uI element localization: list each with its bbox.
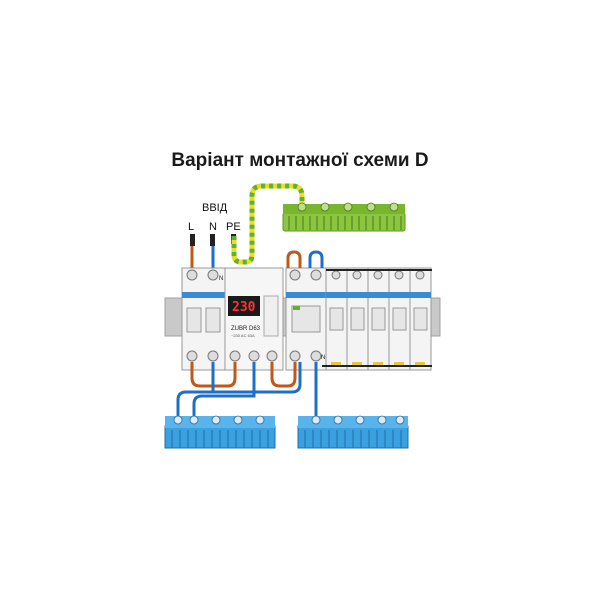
- terminal-n-label-2: N: [321, 355, 325, 361]
- relay-subtitle: ~230 AC 63A: [231, 333, 255, 338]
- terminal-n-label: N: [219, 276, 223, 282]
- relay-icon: 230 ZUBR D63 ~230 AC 63A: [224, 267, 284, 371]
- rcd: N: [285, 267, 327, 371]
- main-breaker: N: [181, 267, 226, 371]
- wire-neutral-main: [176, 362, 215, 418]
- wire-phase-relay-to-rcd: [270, 362, 297, 388]
- wire-phase-jumper: [286, 250, 302, 268]
- ground-busbar-icon: [282, 202, 406, 232]
- input-caption: ВВІД: [202, 202, 228, 214]
- wire-label-l: L: [188, 221, 194, 233]
- relay-model: ZUBR D63: [231, 326, 261, 332]
- wire-label-n: N: [209, 221, 217, 233]
- wire-label-pe: PE: [226, 221, 241, 233]
- neutral-busbar-icon: [164, 415, 276, 449]
- relay-display: 230: [232, 300, 256, 315]
- wire-neutral-relay: [192, 362, 256, 418]
- wire-neutral-jumper: [308, 250, 324, 268]
- neutral-busbar-right: [297, 415, 409, 449]
- wire-neutral-rcd-in: [214, 362, 302, 394]
- diagram-title: Варіант монтажної схеми D: [171, 150, 429, 171]
